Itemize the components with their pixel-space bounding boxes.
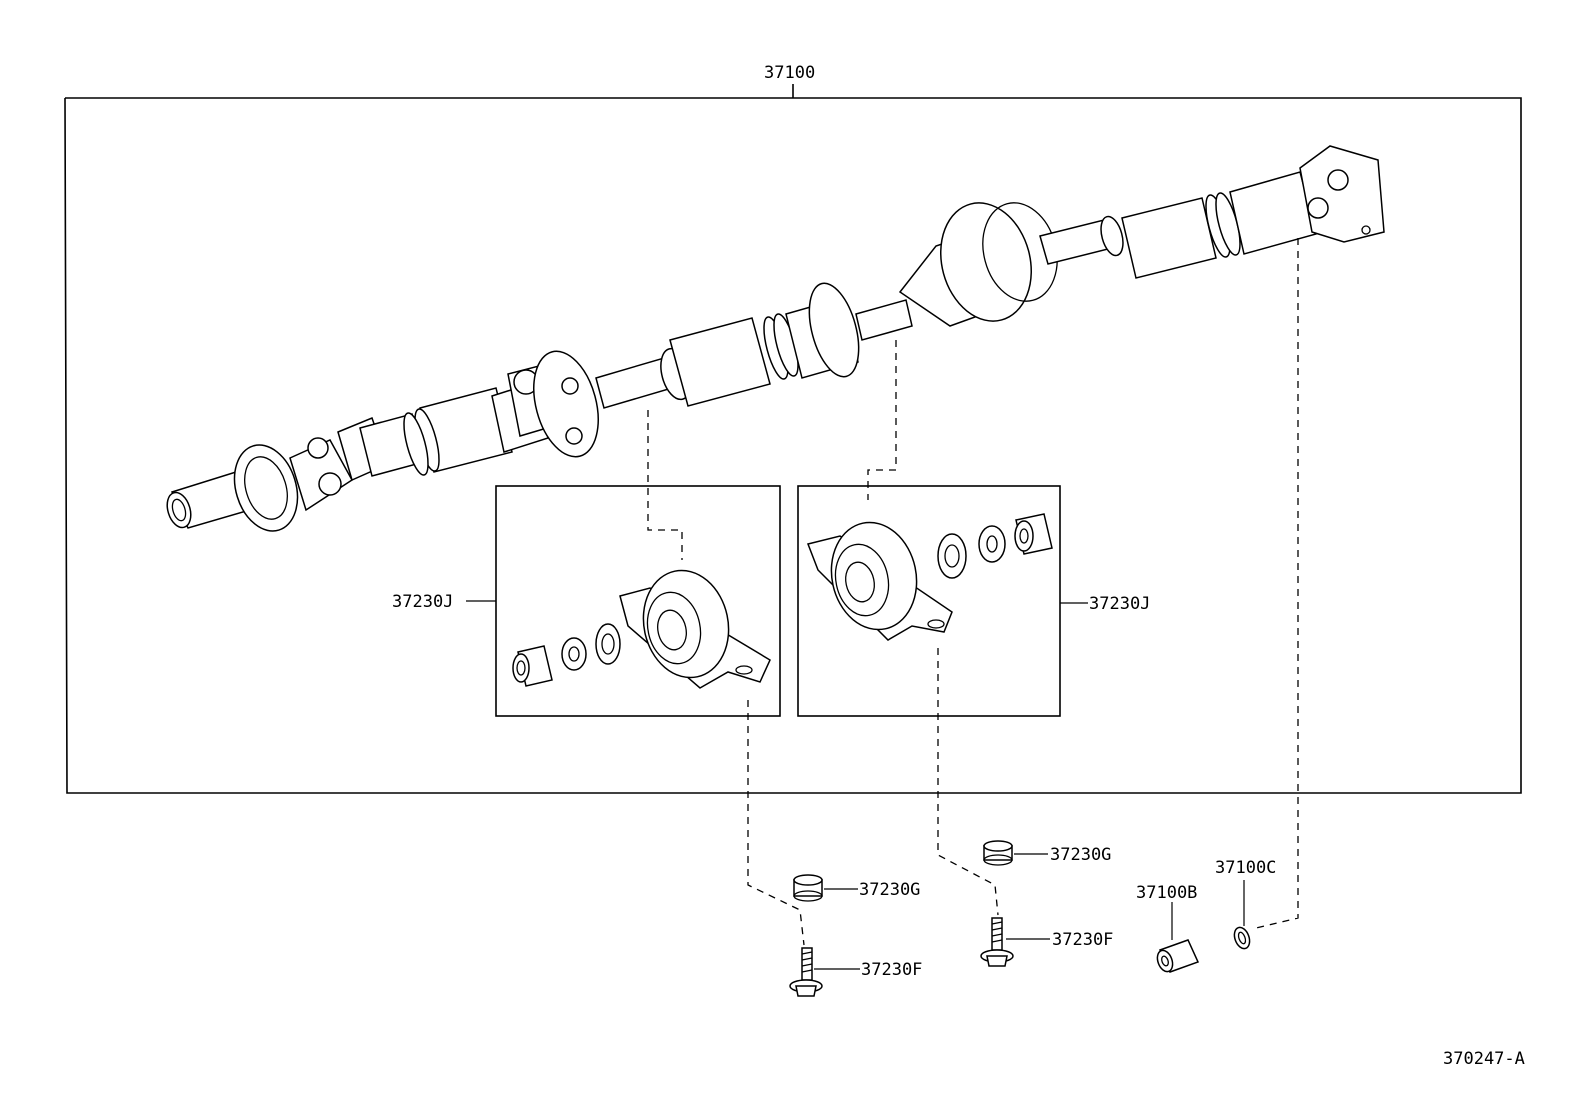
label-nut-right: 37230G bbox=[1050, 845, 1111, 865]
label-bolt-left: 37230F bbox=[861, 960, 922, 980]
propeller-shaft bbox=[166, 145, 1385, 532]
center-bearing-right bbox=[806, 521, 953, 641]
assembly-frame bbox=[64, 84, 1522, 794]
label-nut-left: 37230G bbox=[859, 880, 920, 900]
center-universal-joint bbox=[491, 350, 599, 458]
center-bearing-inset-right bbox=[797, 485, 1088, 717]
intermediate-shaft bbox=[595, 282, 860, 409]
sleeve-bushing bbox=[1156, 902, 1200, 973]
clip-ring bbox=[1233, 880, 1251, 950]
front-tube bbox=[359, 387, 513, 477]
center-bearing-inset-left bbox=[466, 485, 781, 717]
bolt-right bbox=[980, 917, 1050, 967]
leader-lines bbox=[647, 238, 1299, 946]
figure-id: 370247-A bbox=[1443, 1049, 1525, 1069]
bearing-washers-right bbox=[937, 513, 1053, 579]
bearing-washers-left bbox=[512, 623, 621, 687]
label-center-bearing-right: 37230J bbox=[1089, 594, 1150, 614]
bolt-left bbox=[789, 947, 860, 997]
label-main-assembly: 37100 bbox=[764, 63, 815, 83]
label-bolt-right: 37230F bbox=[1052, 930, 1113, 950]
label-center-bearing-left: 37230J bbox=[392, 592, 453, 612]
nut-right bbox=[983, 840, 1048, 866]
nut-left bbox=[793, 874, 858, 902]
label-clip: 37100C bbox=[1215, 858, 1276, 878]
label-sleeve: 37100B bbox=[1136, 883, 1197, 903]
rear-flange-yoke bbox=[1299, 145, 1385, 243]
center-bearing-left bbox=[619, 569, 771, 689]
rear-shaft bbox=[855, 171, 1317, 341]
